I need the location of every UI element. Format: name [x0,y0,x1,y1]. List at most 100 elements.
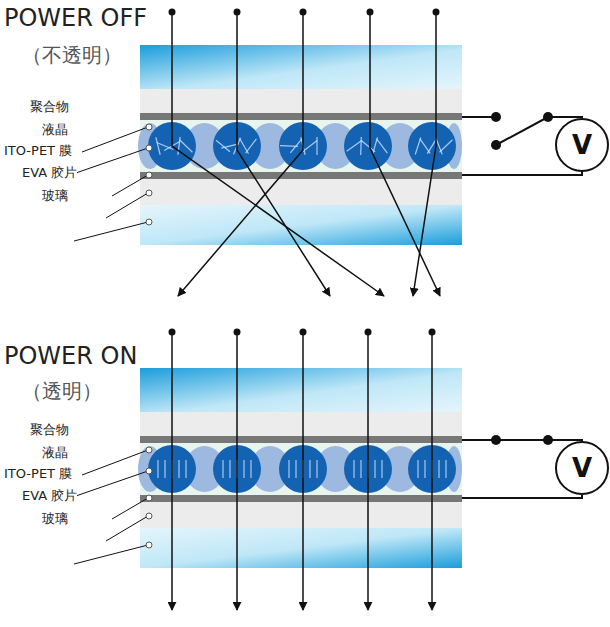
switch-closed [496,439,548,441]
lc-molecule [290,139,301,153]
state-caption: （透明） [22,378,102,405]
meter-letter: V [572,130,592,160]
part-name: 液晶 [42,444,68,462]
ray-origin [367,9,374,16]
scattered-ray [178,12,303,296]
lc-molecule [246,139,257,153]
lc-molecule [295,460,296,478]
leader-line [112,175,148,196]
leader-line [112,498,148,519]
leader-dot [146,513,152,519]
eva-layer [140,179,462,205]
ito-layer [140,495,462,502]
light-ray [169,9,441,611]
ray-origin [234,329,241,336]
straight-ray [431,332,433,610]
ray-origin [300,329,307,336]
voltmeter-symbol: V [555,441,609,495]
leader-dot [146,124,152,130]
glass-stack [138,45,462,245]
eva-layer [140,502,462,528]
leader-dot [146,219,152,225]
part-name: ITO-PET 膜 [4,142,72,160]
lc-molecule [156,137,160,154]
lc-molecule [361,140,375,151]
leader-line [82,450,148,475]
ray-origin [429,329,436,336]
polymer-layer [140,443,462,495]
straight-ray [302,332,304,610]
scattered-ray [172,12,384,296]
lc-molecule [377,139,388,153]
switch-terminal [491,140,501,150]
glass-layer [140,368,462,412]
lc-molecule [424,460,425,478]
lc-molecule [360,460,361,478]
state-caption: （不透明） [22,42,122,69]
lc-molecule [303,141,317,152]
part-name: 玻璃 [42,187,68,205]
leader-dot [146,468,152,474]
lc-molecule [381,460,382,478]
lc-molecule [157,460,158,478]
lc-molecule [185,460,186,478]
polymer-layer [140,120,462,172]
straight-ray [171,332,173,610]
leader-line [106,516,148,541]
lc-molecule [440,140,453,153]
glass-stack [138,368,462,568]
ito-layer [140,436,462,443]
lc-molecule [347,141,362,151]
switch-terminal [491,112,501,122]
leader-line [74,545,148,564]
panel-title: POWER OFF [4,4,147,32]
lc-molecule [178,460,179,478]
leader-dot [146,447,152,453]
ray-origin [365,329,372,336]
lc-molecule [415,137,421,154]
part-name: ITO-PET 膜 [4,465,72,483]
leader-dot [146,190,152,196]
eva-layer [140,412,462,436]
scattered-ray [237,12,330,296]
lc-molecule [157,142,174,149]
leader-dot [146,542,152,548]
eva-layer [140,89,462,113]
leader-line [106,193,148,218]
part-name: EVA 胶片 [22,487,77,505]
lc-molecule [243,460,244,478]
switch-terminal [491,435,501,445]
panel-title: POWER ON [4,342,137,370]
lc-molecule [309,460,310,478]
leader-line [82,127,148,152]
lc-molecule [316,460,317,478]
ito-layer [140,113,462,120]
lc-molecule [360,137,362,155]
switch-terminal [543,435,553,445]
lc-molecule [288,460,289,478]
ito-layer [140,172,462,179]
part-name: 液晶 [42,121,68,139]
leader-line [70,148,148,175]
straight-ray [236,332,238,610]
lc-molecule [164,460,165,478]
meter-letter: V [572,453,592,483]
leader-line [70,471,148,498]
voltmeter-symbol: V [555,118,609,172]
leader-dot [146,495,152,501]
lc-molecule [222,460,223,478]
lc-molecule [438,460,439,478]
leader-dot [146,145,152,151]
part-name: 聚合物 [30,98,69,116]
straight-ray [367,332,369,610]
lc-molecule [316,137,317,155]
lc-droplet [344,122,392,170]
lc-molecule [417,460,418,478]
switch-open [496,117,548,145]
lc-molecule [445,460,446,478]
ray-origin [300,9,307,16]
ray-origin [234,9,241,16]
ray-origin [433,9,440,16]
